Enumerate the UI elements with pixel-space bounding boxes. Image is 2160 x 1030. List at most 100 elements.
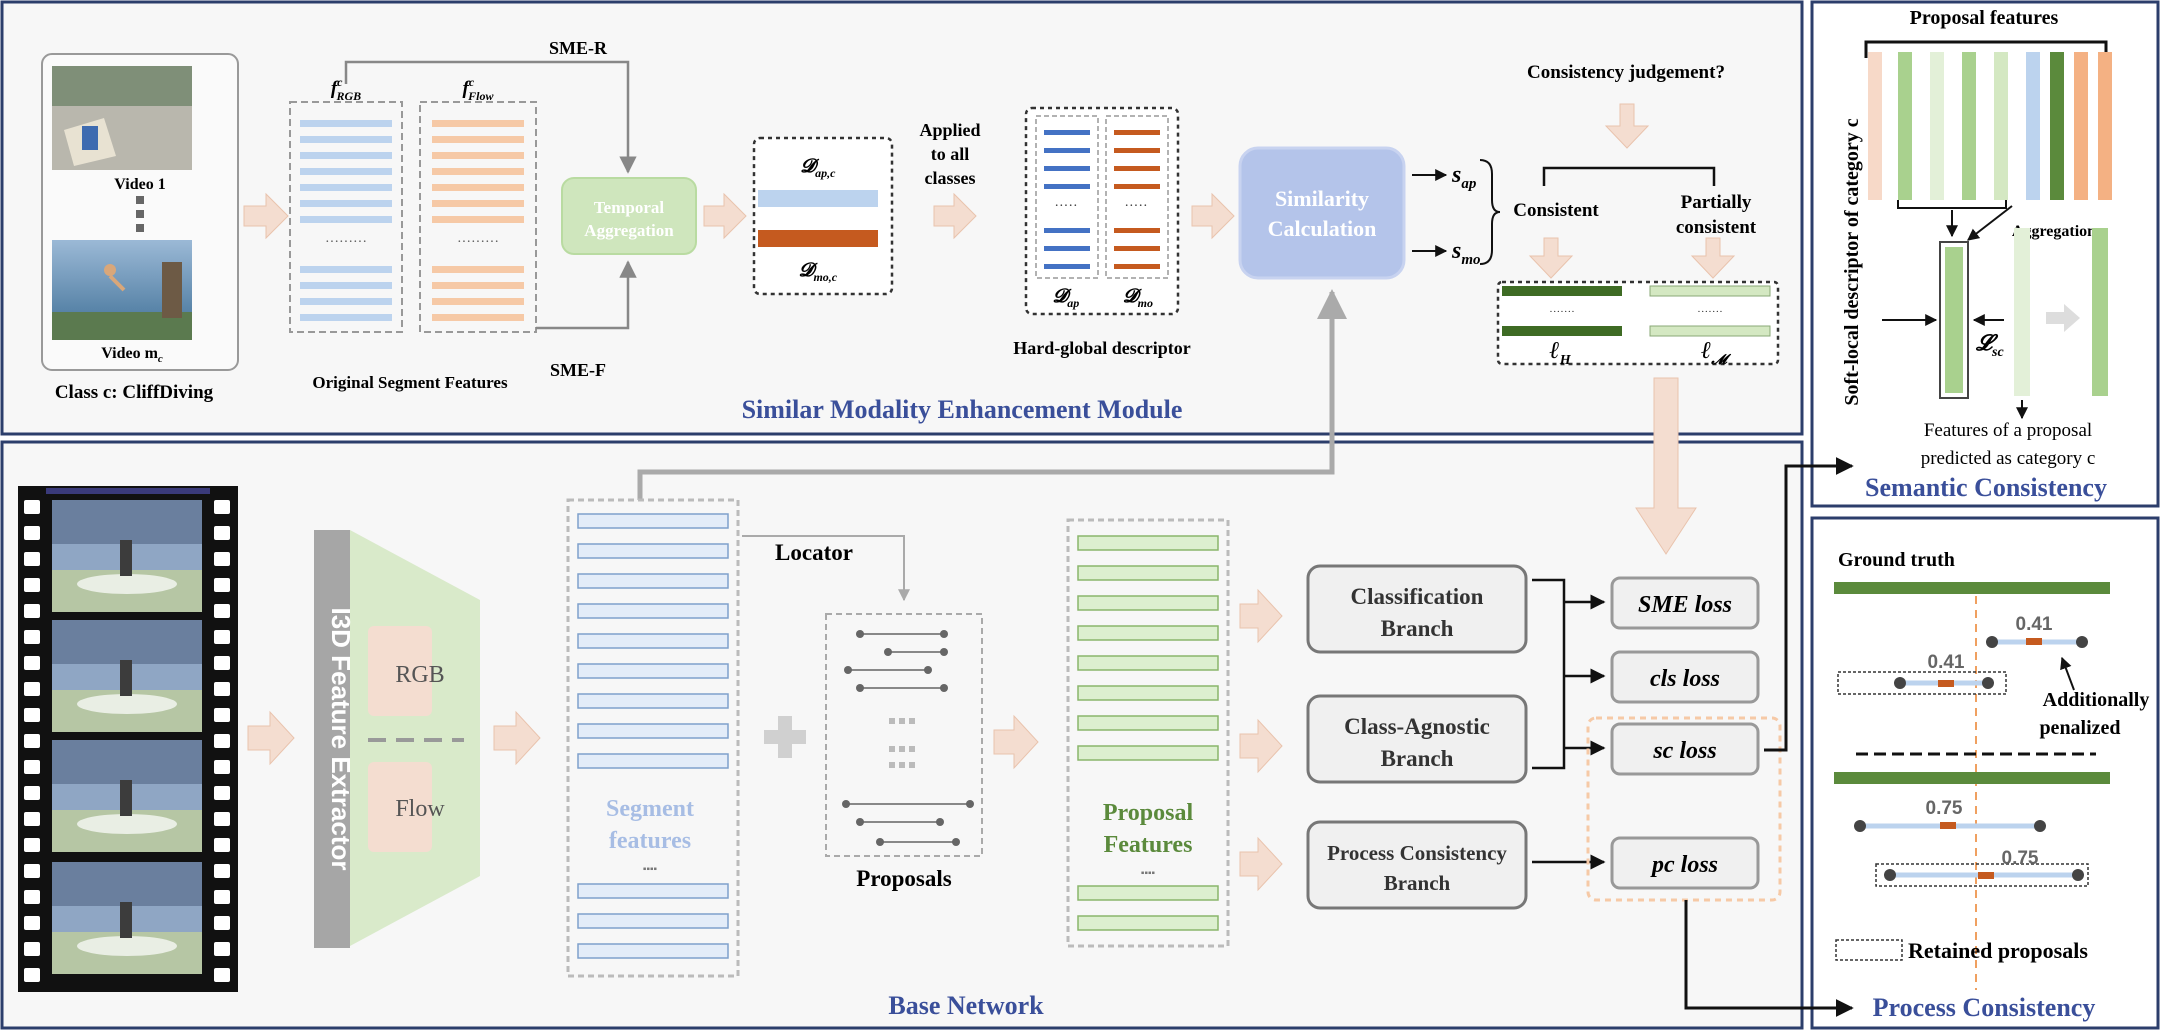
hg-mo-ellipsis: ····· xyxy=(1124,199,1147,214)
film-hole xyxy=(24,942,40,956)
video-m-label: Video m xyxy=(101,345,158,362)
film-hole xyxy=(24,890,40,904)
segment-feature-bar xyxy=(577,573,729,589)
f-flow-sup: c xyxy=(469,75,475,89)
film-frame-circle xyxy=(77,936,177,956)
proposal-endpoint xyxy=(940,648,948,656)
svg-text:𝓓mo,c: 𝓓mo,c xyxy=(799,260,838,284)
film-hole xyxy=(214,968,230,982)
mo-descriptor-bar xyxy=(1114,130,1160,135)
down-arrow xyxy=(1604,103,1650,149)
proposal-feature-bar xyxy=(1077,685,1219,701)
film-hole xyxy=(24,968,40,982)
down-arrow xyxy=(1528,237,1574,279)
pc-loss-box: pc loss xyxy=(1610,836,1760,890)
temporal-line-1: Temporal xyxy=(594,198,664,217)
segment-feature-bar xyxy=(577,663,729,679)
proposal-feature-bars xyxy=(1868,52,2112,200)
rgb-feature-bar xyxy=(300,298,392,305)
l-sc-sub: sc xyxy=(1991,345,2004,360)
film-hole xyxy=(214,786,230,800)
proposal-line-2: Features xyxy=(1104,832,1193,858)
proposal-feature-bar xyxy=(2074,52,2088,200)
athlete-figure xyxy=(120,780,132,816)
segment-feature-bar xyxy=(577,633,729,649)
rgb-feature-bar xyxy=(300,266,392,273)
film-hole xyxy=(24,578,40,592)
proposal-endpoint xyxy=(884,648,892,656)
mo-descriptor-bar xyxy=(1114,246,1160,251)
features-of-proposal-line-2: predicted as category c xyxy=(1921,448,2096,469)
process-consistency-title: Process Consistency xyxy=(1873,993,2096,1022)
flow-feature-bar xyxy=(432,298,524,305)
sme-loss-box: SME loss xyxy=(1610,576,1760,630)
flow-arrow xyxy=(243,192,289,240)
penalized-line-2: penalized xyxy=(2039,717,2120,739)
proposal-041-top xyxy=(1986,636,2088,648)
sc-to-semantic-connector xyxy=(1764,457,1854,752)
rgb-feature-bar xyxy=(300,282,392,289)
d-ap-c-label: 𝓓 xyxy=(801,156,820,177)
flow-block-label: Flow xyxy=(395,796,445,822)
retained-legend-label: Retained proposals xyxy=(1908,938,2088,963)
film-hole xyxy=(214,708,230,722)
ca-branch-line-2: Branch xyxy=(1381,746,1454,771)
l-h-sub: H xyxy=(1559,353,1572,368)
sme-f-connector xyxy=(536,260,637,330)
film-frame-circle xyxy=(77,814,177,834)
film-frame-sky xyxy=(52,620,202,664)
semantic-consistency-title: Semantic Consistency xyxy=(1865,473,2107,502)
hg-ap-ellipsis: ····· xyxy=(1054,199,1077,214)
down-arrow-large xyxy=(1635,377,1697,555)
proposal-feature-bar xyxy=(1077,595,1219,611)
cls-branch-line-1: Classification xyxy=(1351,584,1484,609)
proposal-line-1: Proposal xyxy=(1103,800,1194,826)
flow-feature-bar xyxy=(432,200,524,207)
proposal-feature-bar-green xyxy=(2092,228,2108,396)
f-rgb-sub: RGB xyxy=(335,89,361,103)
proposal-feature-bar xyxy=(1077,745,1219,761)
svg-text:𝓓ap,c: 𝓓ap,c xyxy=(801,156,837,180)
film-hole xyxy=(214,500,230,514)
d-ap-label: 𝓓 xyxy=(1053,286,1072,307)
proposal-features-column xyxy=(1066,518,1230,948)
judgement-bracket xyxy=(1542,166,1716,186)
mo-descriptor-bar xyxy=(1114,148,1160,153)
flow-ellipsis: ········· xyxy=(457,235,499,250)
soft-local-label: Soft-local descriptor of category c xyxy=(1841,118,1863,405)
agg-arrow-2 xyxy=(1967,205,2013,241)
film-hole xyxy=(24,786,40,800)
film-hole xyxy=(24,864,40,878)
consistency-loss-group xyxy=(1586,716,1782,902)
svg-text:𝓓ap: 𝓓ap xyxy=(1053,286,1080,310)
film-hole xyxy=(214,682,230,696)
consistency-question: Consistency judgement? xyxy=(1527,62,1725,83)
proposal-feature-bar xyxy=(1077,565,1219,581)
d-ap-sub: ap xyxy=(1067,296,1079,310)
segment-to-similarity-connector xyxy=(637,289,1347,500)
film-hole xyxy=(214,656,230,670)
partially-line-1: Partially xyxy=(1681,192,1752,213)
segment-feature-bar xyxy=(577,543,729,559)
proposal-features-title: Proposal features xyxy=(1910,7,2059,29)
video-dot xyxy=(136,224,144,232)
value-075-a: 0.75 xyxy=(1926,798,1963,819)
ap-descriptor-bar xyxy=(1044,148,1090,153)
proposal-feature-bar xyxy=(1898,52,1912,200)
film-hole xyxy=(214,760,230,774)
svg-text:ℓH: ℓH xyxy=(1549,338,1571,368)
rgb-feature-bar xyxy=(300,136,392,143)
d-mo-c-label: 𝓓 xyxy=(799,260,818,281)
cls-loss-label: cls loss xyxy=(1650,666,1720,692)
proposal-feature-bar xyxy=(1077,915,1219,931)
proposal-feature-bar xyxy=(2098,52,2112,200)
value-041-b: 0.41 xyxy=(1928,652,1965,673)
similarity-line-1: Similarity xyxy=(1275,186,1369,211)
partially-line-2: consistent xyxy=(1676,217,1757,238)
svg-text:smo: smo xyxy=(1451,238,1481,268)
film-hole xyxy=(24,838,40,852)
l-m-sub: 𝓜 xyxy=(1710,353,1731,368)
film-frame-circle xyxy=(77,574,177,594)
proposal-feature-bar xyxy=(1077,655,1219,671)
locator-connector xyxy=(742,535,910,602)
